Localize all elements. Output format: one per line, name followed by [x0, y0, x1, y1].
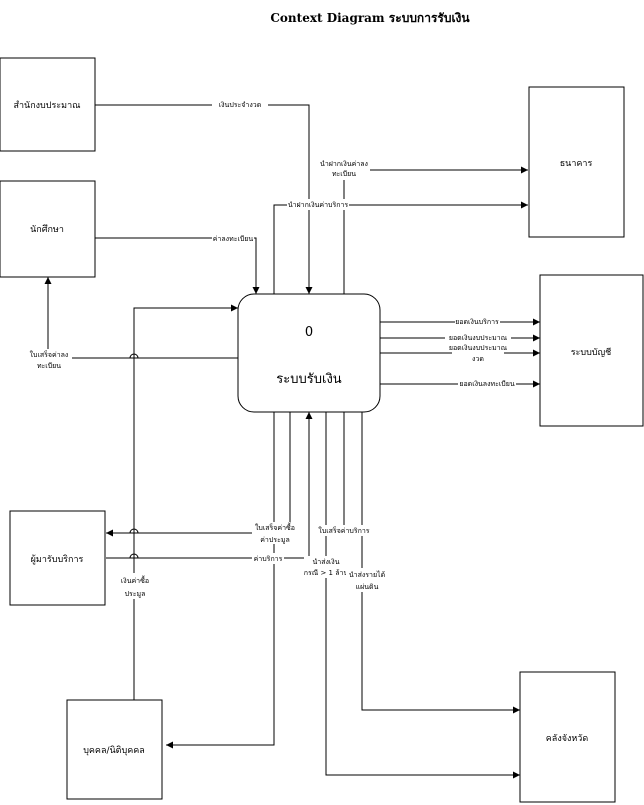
- flow-line-reg-fee: [95, 237, 260, 294]
- flow-label-receipt-reg-2: ทะเบียน: [37, 362, 61, 370]
- process-receiving-money: 0 ระบบรับเงิน: [237, 293, 381, 413]
- entity-label: ผู้มารับบริการ: [31, 554, 84, 565]
- flow-label-per-period-2: งวด: [472, 355, 484, 363]
- entity-label: คลังจังหวัด: [546, 734, 589, 744]
- flow-label-reg-income: ยอดเงินลงทะเบียน: [459, 380, 514, 388]
- flow-label-deposit-service: นำฝากเงินค่าบริการ: [288, 201, 349, 209]
- flow-line-send-revenue: [361, 412, 520, 714]
- flow-label-per-period-1: ยอดเงินงบประมาณ: [449, 344, 508, 352]
- flow-label-send-over-1: นำส่งเงิน: [312, 558, 339, 566]
- entity-label: สำนักงบประมาณ: [14, 100, 81, 111]
- entity-label: ธนาคาร: [560, 159, 593, 169]
- flow-label-service-fee: ค่าบริการ: [254, 555, 283, 563]
- flow-label-send-over-2: กรณี > 1 ล้าน: [304, 569, 349, 577]
- flow-line-annual-budget: [95, 104, 313, 294]
- flow-label-receipt-bid-2: ค่าประมูล: [260, 536, 289, 544]
- process-number: 0: [305, 325, 313, 340]
- flow-label-deposit-reg-2: ทะเบียน: [332, 170, 356, 178]
- flow-line-send-over: [325, 412, 520, 779]
- entity-person: บุคคล/นิติบุคคล: [66, 699, 163, 800]
- flow-line-deposit-service: [343, 166, 528, 294]
- entity-service-user: ผู้มารับบริการ: [9, 510, 106, 606]
- entity-student: นักศึกษา: [0, 180, 96, 278]
- entity-budget-office: สำนักงบประมาณ: [0, 57, 96, 152]
- entity-accounting: ระบบบัญชี: [539, 274, 644, 427]
- flow-label-send-revenue-2: แผ่นดิน: [356, 583, 379, 591]
- flow-label-receipt-service: ใบเสร็จค่าบริการ: [318, 526, 369, 535]
- flow-label-deposit-reg-1: นำฝากเงินค่าลง: [320, 160, 368, 168]
- entity-label: นักศึกษา: [30, 224, 64, 235]
- crossing-hop: [129, 553, 139, 559]
- flow-label-receipt-reg-1: ใบเสร็จค่าลง: [30, 350, 69, 359]
- flow-label-budget-income: ยอดเงินงบประมาณ: [449, 334, 508, 342]
- diagram-title: Context Diagram ระบบการรับเงิน: [270, 11, 470, 25]
- flow-line-bid-money: [133, 304, 238, 700]
- process-name: ระบบรับเงิน: [276, 372, 341, 387]
- entity-treasury: คลังจังหวัด: [519, 671, 616, 803]
- entity-label: ระบบบัญชี: [571, 347, 612, 358]
- crossing-hop: [129, 353, 139, 359]
- flow-line-receipt-reg: [44, 277, 238, 359]
- flow-label-receipt-bid-1: ใบเสร็จค่าซื้อ: [255, 521, 295, 532]
- flow-label-reg-fee: ค่าลงทะเบียน: [213, 235, 254, 243]
- flow-line-receipt-person: [166, 412, 275, 749]
- flow-label-annual-budget: เงินประจำงวด: [219, 101, 262, 109]
- entity-bank: ธนาคาร: [528, 86, 625, 238]
- flow-label-bid-money-2: ประมูล: [125, 590, 146, 598]
- flow-label-svc-income: ยอดเงินบริการ: [455, 318, 499, 326]
- crossing-hop: [129, 528, 139, 534]
- flow-label-bid-money-1: เงินค่าซื้อ: [121, 574, 149, 585]
- flow-line-deposit-reg: [273, 201, 528, 294]
- entity-label: บุคคล/นิติบุคคล: [83, 745, 145, 756]
- flow-label-send-revenue-1: นำส่งรายได้: [349, 570, 385, 579]
